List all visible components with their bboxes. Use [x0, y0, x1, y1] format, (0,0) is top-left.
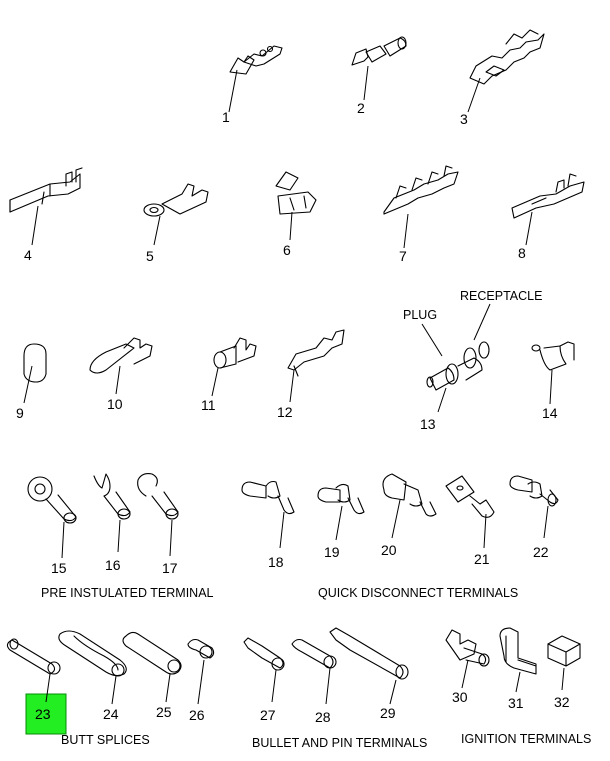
part-10-drawing[interactable]: [89, 337, 153, 395]
part-20-drawing[interactable]: [382, 473, 437, 539]
group-label-ignition[interactable]: IGNITION TERMINALS: [461, 732, 591, 746]
part-number-5[interactable]: 5: [146, 248, 154, 264]
part-number-20[interactable]: 20: [381, 542, 397, 558]
part-number-18[interactable]: 18: [268, 554, 284, 570]
part-14-drawing[interactable]: [531, 341, 575, 405]
group-label-butt-splices[interactable]: BUTT SPLICES: [61, 733, 150, 747]
plug-callout[interactable]: PLUG: [403, 308, 437, 322]
part-number-4[interactable]: 4: [24, 247, 32, 263]
part-number-1[interactable]: 1: [222, 109, 230, 125]
part-number-29[interactable]: 29: [380, 705, 396, 721]
part-21-drawing[interactable]: [445, 475, 495, 549]
part-1-drawing[interactable]: [228, 45, 283, 113]
part-29-drawing[interactable]: [329, 627, 409, 705]
group-label-bullet-pin[interactable]: BULLET AND PIN TERMINALS: [252, 736, 427, 750]
part-30-drawing[interactable]: [445, 629, 490, 689]
part-number-23[interactable]: 23: [35, 706, 51, 722]
part-4-drawing[interactable]: [9, 167, 83, 246]
part-3-drawing[interactable]: [467, 29, 545, 113]
part-5-drawing[interactable]: [143, 183, 209, 246]
part-2-drawing[interactable]: [351, 36, 407, 101]
part-32-drawing[interactable]: [547, 635, 581, 691]
part-number-27[interactable]: 27: [260, 707, 276, 723]
part-13-drawing[interactable]: [421, 303, 491, 413]
part-number-17[interactable]: 17: [162, 560, 178, 576]
part-number-21[interactable]: 21: [474, 551, 490, 567]
part-number-32[interactable]: 32: [554, 694, 570, 710]
part-number-25[interactable]: 25: [156, 704, 172, 720]
part-22-drawing[interactable]: [509, 475, 559, 539]
part-number-11[interactable]: 11: [201, 397, 216, 413]
part-7-drawing[interactable]: [383, 165, 459, 249]
part-number-22[interactable]: 22: [533, 544, 549, 560]
part-number-14[interactable]: 14: [542, 405, 558, 421]
part-number-2[interactable]: 2: [357, 100, 365, 116]
part-number-16[interactable]: 16: [105, 557, 121, 573]
part-number-19[interactable]: 19: [324, 544, 340, 560]
part-23-drawing[interactable]: [6, 638, 61, 703]
part-number-8[interactable]: 8: [518, 245, 526, 261]
part-number-31[interactable]: 31: [508, 695, 524, 711]
part-number-30[interactable]: 30: [452, 689, 468, 705]
part-19-drawing[interactable]: [317, 483, 365, 541]
part-number-13[interactable]: 13: [420, 416, 436, 432]
part-number-28[interactable]: 28: [315, 709, 331, 725]
part-17-drawing[interactable]: [137, 473, 179, 557]
part-number-7[interactable]: 7: [399, 248, 407, 264]
part-number-9[interactable]: 9: [16, 405, 24, 421]
part-number-6[interactable]: 6: [283, 242, 291, 258]
part-number-15[interactable]: 15: [51, 560, 67, 576]
part-number-26[interactable]: 26: [189, 707, 205, 723]
part-18-drawing[interactable]: [241, 480, 295, 549]
part-9-drawing[interactable]: [23, 343, 47, 404]
part-6-drawing[interactable]: [275, 171, 317, 241]
part-25-drawing[interactable]: [122, 631, 182, 703]
group-label-quick-disconnect[interactable]: QUICK DISCONNECT TERMINALS: [318, 586, 518, 600]
part-16-drawing[interactable]: [93, 473, 131, 553]
part-number-24[interactable]: 24: [103, 706, 119, 722]
part-number-12[interactable]: 12: [277, 404, 293, 420]
part-27-drawing[interactable]: [243, 637, 285, 703]
receptacle-callout[interactable]: RECEPTACLE: [460, 289, 542, 303]
part-12-drawing[interactable]: [287, 329, 345, 403]
part-28-drawing[interactable]: [291, 638, 337, 705]
part-number-3[interactable]: 3: [460, 111, 468, 127]
part-8-drawing[interactable]: [511, 173, 585, 246]
part-26-drawing[interactable]: [187, 638, 215, 705]
part-24-drawing[interactable]: [58, 630, 127, 705]
part-11-drawing[interactable]: [211, 337, 257, 397]
part-31-drawing[interactable]: [499, 627, 537, 693]
part-15-drawing[interactable]: [27, 476, 77, 559]
part-number-10[interactable]: 10: [107, 396, 123, 412]
group-label-pre-insulated[interactable]: PRE INSTULATED TERMINAL: [41, 586, 214, 600]
